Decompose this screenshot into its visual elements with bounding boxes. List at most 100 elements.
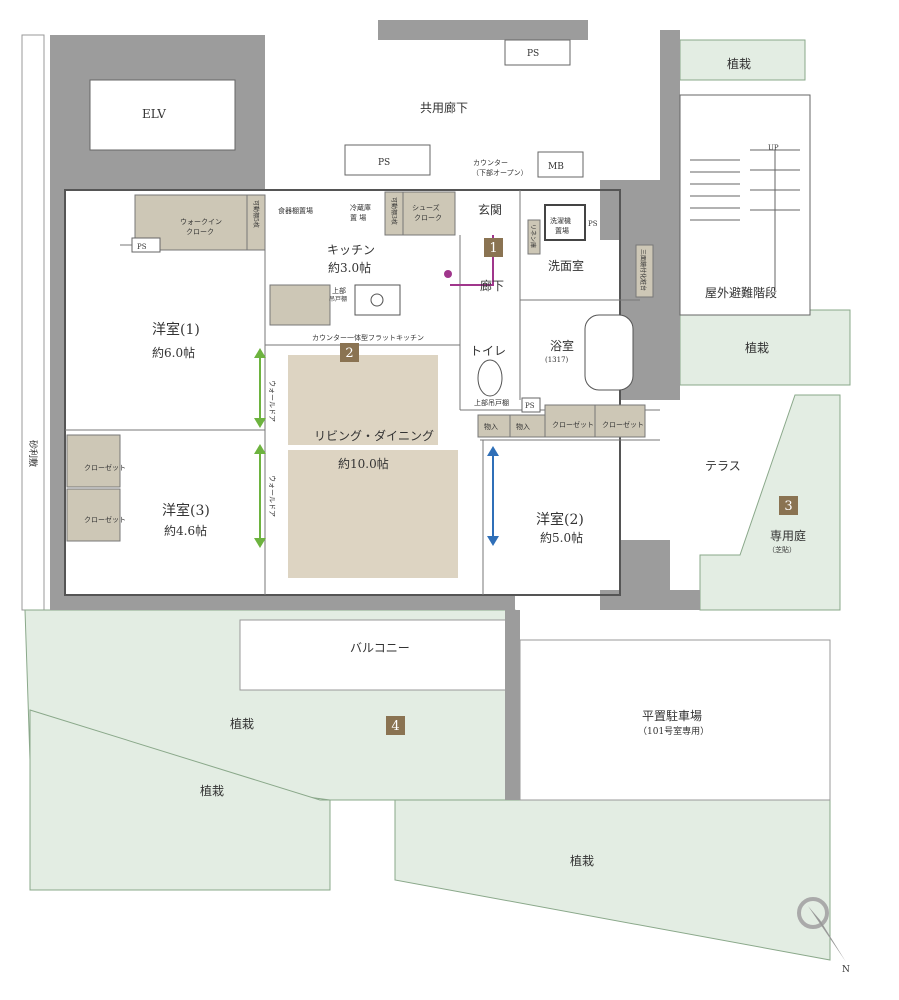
entrance-label: 玄関 (478, 202, 502, 217)
closet-label: クローゼット (552, 420, 594, 429)
living-floor-upper (288, 355, 438, 445)
shoes-shelf-label: 可動棚3枚 (390, 197, 398, 225)
dish-label: 食器棚置場 (278, 206, 313, 215)
route-dot (444, 270, 452, 278)
badge-2: 2 (340, 343, 359, 362)
compass-icon: N (797, 897, 850, 975)
walk-in-shelf-label: 可動棚5枚 (252, 200, 260, 228)
room3-size: 約4.6帖 (164, 523, 207, 538)
room3-label: 洋室(3) (162, 502, 210, 519)
badge-1: 1 (484, 238, 503, 257)
elevator (89, 79, 236, 151)
ps-label: PS (588, 220, 598, 228)
kitchen-size: 約3.0帖 (328, 260, 371, 275)
kitchen-counter-label: カウンター一体型フラットキッチン (312, 333, 424, 342)
planting-area-north (679, 39, 806, 81)
arrow-down-icon (487, 536, 499, 546)
counter-note: （下部オープン） (472, 168, 528, 177)
outdoor-stairs (679, 94, 811, 316)
planting-area-southeast (394, 799, 831, 961)
ps-box-1 (131, 237, 161, 253)
toilet-fixture (477, 359, 503, 397)
upper-cabinet-label: 上部 (332, 286, 346, 295)
arrow-up-icon (254, 444, 266, 454)
linen-label: リネン庫 (529, 224, 537, 248)
ps-label: PS (525, 402, 535, 410)
fridge-label-2: 置 場 (350, 213, 366, 222)
arrow-up-icon (254, 348, 266, 358)
stairs-label: 屋外避難階段 (705, 285, 777, 300)
mirror-vanity-label: 三面鏡付化粧台 (639, 249, 647, 291)
planting-area-southwest (29, 709, 331, 891)
unit-outline (64, 189, 621, 596)
balcony-area (239, 619, 516, 691)
closet-label: クローゼット (84, 463, 126, 472)
ps-label: PS (378, 158, 390, 168)
wall-door-label: ウォールドア (268, 380, 276, 422)
corridor-label: 共用廊下 (420, 100, 468, 115)
garden-label: 専用庭 (770, 528, 806, 543)
mb-box (537, 151, 584, 178)
ps-label: PS (527, 49, 539, 59)
arrow-down-icon (254, 418, 266, 428)
toilet-cabinet-label: 上部吊戸棚 (474, 398, 509, 407)
washer-label-2: 置場 (555, 226, 569, 235)
wall-door-label: ウォールドア (268, 475, 276, 517)
walk-in-label-2: クローク (186, 228, 214, 236)
parking-space (519, 639, 831, 801)
private-garden (699, 394, 841, 611)
parking-label: 平置駐車場 (642, 708, 702, 723)
arrow-down-icon (254, 538, 266, 548)
room2-size: 約5.0帖 (540, 530, 583, 545)
mb-label: MB (548, 162, 564, 172)
planting-label: 植栽 (570, 853, 594, 868)
svg-text:4: 4 (391, 719, 399, 734)
up-label: UP (768, 144, 779, 152)
closet-label: クローゼット (84, 515, 126, 524)
balcony-label: バルコニー (350, 641, 410, 655)
ldk-label: リビング・ダイニング (314, 428, 434, 443)
ps-box-3 (504, 39, 571, 66)
badge-4: 4 (386, 716, 405, 735)
planting-label: 植栽 (200, 783, 224, 798)
gravel-strip (21, 34, 45, 611)
ps-box-2 (344, 144, 431, 176)
planting-label: 植栽 (745, 340, 769, 355)
washer-label: 洗濯機 (550, 216, 571, 225)
garden-note: （芝貼） (768, 545, 796, 554)
shoes-label-2: クローク (414, 214, 442, 222)
room1-label: 洋室(1) (152, 321, 200, 338)
closet-label: クローゼット (602, 420, 644, 429)
bath-size: (1317) (545, 356, 569, 364)
svg-text:2: 2 (345, 346, 353, 361)
fridge-label: 冷蔵庫 (350, 203, 371, 212)
ps-label: PS (137, 243, 147, 251)
kitchen-sink (354, 284, 401, 316)
planting-label: 植栽 (230, 716, 254, 731)
badge-3: 3 (779, 496, 798, 515)
bathtub (584, 314, 634, 391)
svg-text:3: 3 (784, 499, 792, 514)
shoes-label: シューズ (412, 203, 440, 212)
storage-label: 物入 (484, 422, 498, 431)
arrow-up-icon (487, 446, 499, 456)
toilet-label: トイレ (470, 344, 506, 358)
washer-space (544, 204, 586, 241)
svg-text:1: 1 (489, 241, 497, 256)
kitchen-label: キッチン (327, 243, 375, 257)
gravel-label: 砂利敷 (27, 440, 39, 467)
elv-label: ELV (142, 107, 166, 121)
upper-cabinet-label-2: 吊戸棚 (329, 295, 347, 303)
hall-label: 廊下 (480, 278, 504, 293)
storage-label: 物入 (516, 422, 530, 431)
svg-text:N: N (842, 965, 850, 975)
terrace-label: テラス (705, 459, 741, 473)
walk-in-label: ウォークイン (180, 218, 222, 226)
counter-label: カウンター (473, 158, 508, 167)
room2-label: 洋室(2) (536, 511, 584, 528)
living-floor-lower (288, 450, 458, 578)
washroom-label: 洗面室 (548, 258, 584, 273)
room1-size: 約6.0帖 (152, 345, 195, 360)
